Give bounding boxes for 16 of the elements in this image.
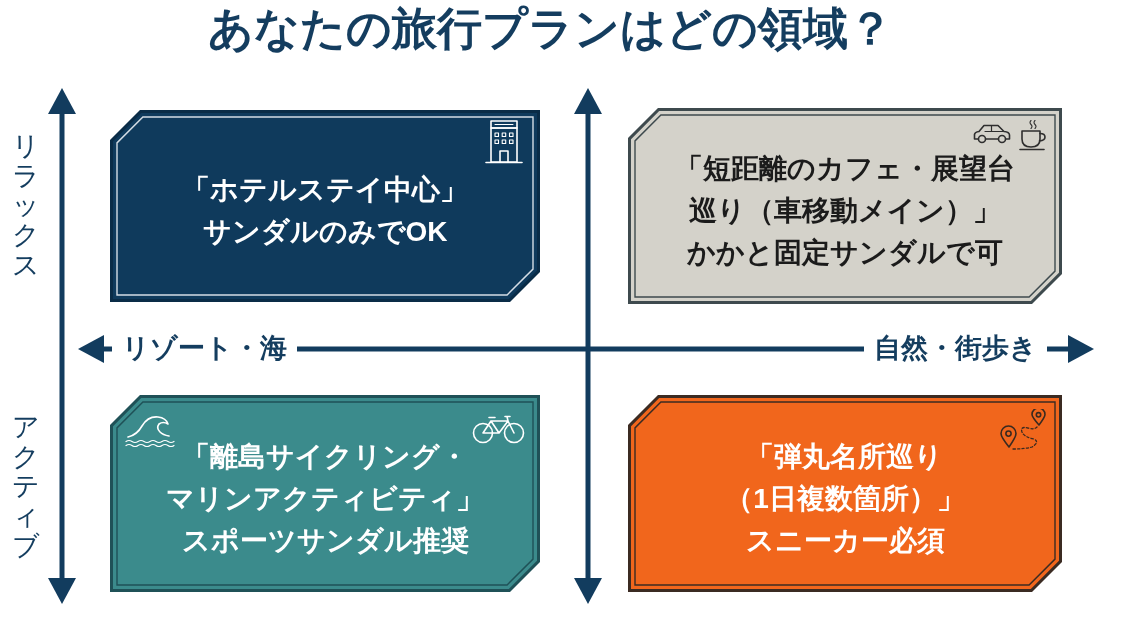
plan-heading: 「弾丸名所巡り（1日複数箇所）」 [725,439,965,516]
axis-label: リラックス [12,132,39,281]
plan-heading: 「離島サイクリング・マリンアクティビティ」 [166,439,484,516]
footwear-note: かかと固定サンダルで可 [687,236,1003,270]
axis-label: アクティブ [12,413,39,562]
footwear-note: スポーツサンダル推奨 [181,523,469,558]
plan-panel [110,110,540,302]
diagram-title: あなたの旅行プランはどの領域？ [207,2,893,56]
plan-panel [628,395,1062,592]
plan-heading: 「ホテルステイ中心」 [182,173,468,207]
plan-panel [110,395,540,592]
plan-heading: 「短距離のカフェ・展望台巡り（車移動メイン）」 [675,152,1015,228]
axis-label: 自然・街歩き [864,332,1047,366]
footwear-note: サンダルのみでOK [202,215,448,249]
plan-panel [628,108,1062,304]
footwear-note: スニーカー必須 [745,523,945,558]
